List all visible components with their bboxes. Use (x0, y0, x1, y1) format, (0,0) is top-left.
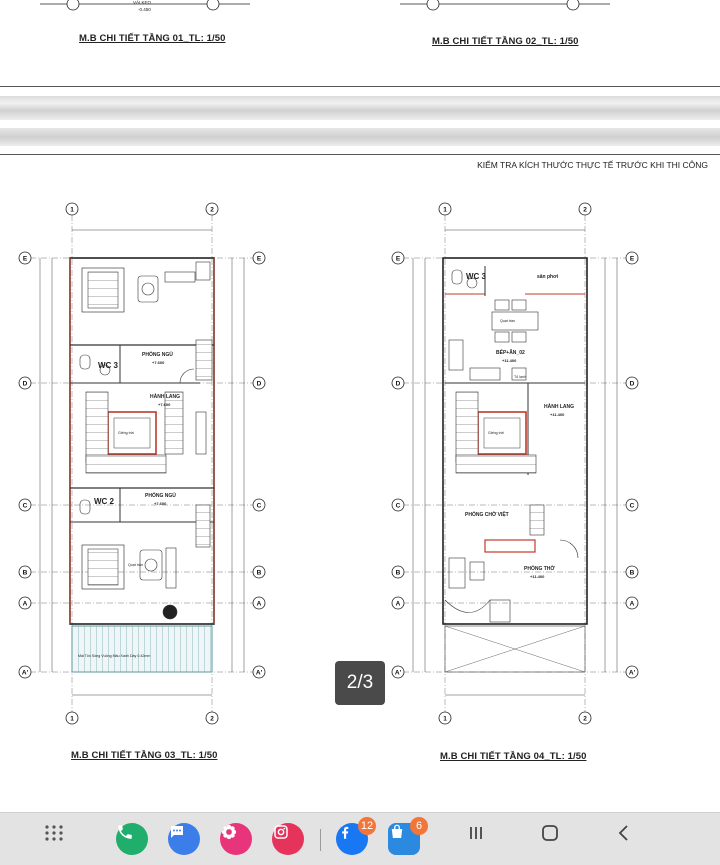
level-label: +11.400 (502, 358, 517, 363)
axis-label: D (23, 381, 28, 388)
axis-bubbles-right (391, 202, 639, 725)
recents-icon[interactable] (466, 823, 498, 855)
fridge-label: Tủ lạnh (514, 375, 526, 379)
axis-label: B (630, 570, 635, 577)
axis-label: E (23, 256, 28, 263)
room-label: PHÒNG NGỦ (142, 350, 173, 358)
camera-app-icon[interactable] (272, 823, 304, 855)
axis-label: 1 (443, 207, 447, 214)
level-label: +7.600 (158, 402, 171, 407)
axis-label: A' (22, 670, 29, 677)
floor-plans-drawing: 1 2 1 2 E E D D C C B B A A A' A' 1 2 1 … (18, 0, 639, 725)
store-icon[interactable]: 6 (388, 817, 428, 855)
plan-title-floor2: M.B CHI TIẾT TẦNG 02_TL: 1/50 (432, 36, 579, 47)
axis-label: E (396, 256, 401, 263)
plan-floor4 (403, 215, 628, 712)
level-label: +11.400 (550, 412, 565, 417)
axis-bubbles-left (18, 202, 266, 725)
axis-label: 1 (443, 716, 447, 723)
axis-label: B (23, 570, 28, 577)
axis-label: B (396, 570, 401, 577)
room-label: PHÒNG NGỦ (145, 491, 176, 499)
axis-label: A' (256, 670, 263, 677)
plan-title-floor3: M.B CHI TIẾT TẦNG 03_TL: 1/50 (71, 750, 218, 761)
page-indicator: 2/3 (335, 661, 385, 705)
page-edge-line (0, 86, 720, 87)
plan-title-floor1: M.B CHI TIẾT TẦNG 01_TL: 1/50 (79, 33, 226, 44)
room-label: WC 2 (94, 497, 115, 506)
fan-label: Quạt trần (500, 319, 515, 323)
axis-label: A (630, 601, 635, 608)
room-label: Giếng trời (118, 431, 134, 435)
axis-label: A' (629, 670, 636, 677)
apps-grid-icon[interactable] (44, 823, 76, 855)
room-label: WC 3 (98, 361, 119, 370)
top-axis-bubbles (40, 0, 610, 11)
fan-label: Quạt trần (128, 563, 143, 567)
roof-note: Mái Tôn Sóng Vuông Màu Xanh Dày 0.42mm (78, 654, 150, 658)
store-badge: 6 (410, 817, 428, 835)
top-fragment-label: VÁI KEO (133, 0, 152, 5)
level-label: +7.600 (154, 501, 167, 506)
taskbar: 12 6 (0, 812, 720, 865)
facebook-icon[interactable]: 12 (336, 817, 376, 855)
page-gap (0, 96, 720, 120)
room-label: PHÒNG THỜ (524, 564, 555, 572)
axis-label: A (257, 601, 262, 608)
axis-label: C (630, 503, 635, 510)
axis-label: C (396, 503, 401, 510)
axis-label: 2 (210, 716, 214, 723)
plan-title-floor4: M.B CHI TIẾT TẦNG 04_TL: 1/50 (440, 751, 587, 762)
taskbar-divider (320, 829, 321, 851)
room-label: PHÒNG CHỜ VIỆT (465, 510, 509, 518)
level-label: +7.600 (152, 360, 165, 365)
axis-label: E (630, 256, 635, 263)
axis-label: 2 (210, 207, 214, 214)
axis-label: 1 (70, 716, 74, 723)
room-label: WC 3 (466, 272, 487, 281)
page-edge-line-lower (0, 154, 720, 155)
room-label: HÀNH LANG (150, 393, 180, 400)
level-label: +11.400 (530, 574, 545, 579)
axis-label: A (23, 601, 28, 608)
room-label: sân phơi (537, 274, 559, 280)
axis-label: 2 (583, 207, 587, 214)
axis-label: C (257, 503, 262, 510)
axis-label: A' (395, 670, 402, 677)
room-label: BẾP+ĂN_02 (496, 349, 525, 356)
room-label: HÀNH LANG (544, 403, 574, 410)
flower-app-icon[interactable] (220, 823, 252, 855)
construction-note: KIỂM TRA KÍCH THƯỚC THỰC TẾ TRƯỚC KHI TH… (477, 160, 708, 170)
room-label: Giếng trời (488, 431, 504, 435)
top-level-label: -0.450 (138, 7, 151, 12)
plan-floor3 (30, 215, 255, 712)
axis-label: B (257, 570, 262, 577)
axis-label: E (257, 256, 262, 263)
messages-icon[interactable] (168, 823, 200, 855)
phone-icon[interactable] (116, 823, 148, 855)
page-gap-lower (0, 128, 720, 146)
axis-label: A (396, 601, 401, 608)
axis-label: D (257, 381, 262, 388)
axis-label: 2 (583, 716, 587, 723)
home-icon[interactable] (540, 823, 572, 855)
axis-label: C (23, 503, 28, 510)
axis-label: D (630, 381, 635, 388)
axis-label: 1 (70, 207, 74, 214)
axis-label: D (396, 381, 401, 388)
back-icon[interactable] (614, 823, 646, 855)
facebook-badge: 12 (358, 817, 376, 835)
